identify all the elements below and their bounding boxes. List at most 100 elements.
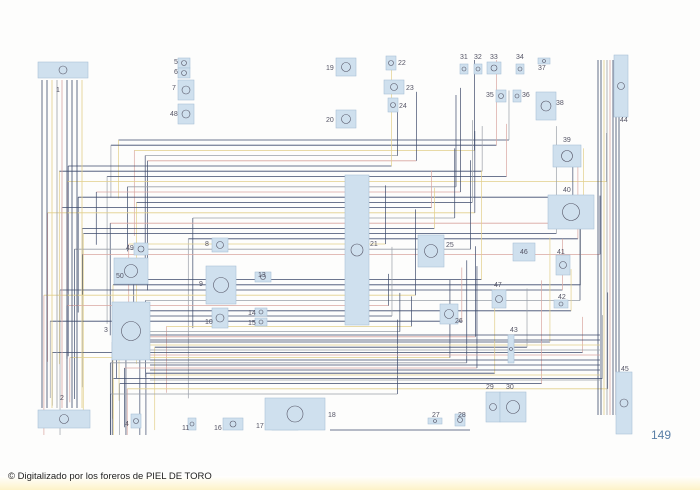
component-11 xyxy=(187,417,197,431)
component-label: 48 xyxy=(170,111,178,118)
component-label: 14 xyxy=(248,310,256,317)
component-label: 11 xyxy=(182,425,189,432)
component-label: 15 xyxy=(248,320,256,327)
component-15 xyxy=(254,317,268,327)
component-29 xyxy=(485,391,501,423)
component-label: 10 xyxy=(205,319,213,326)
component-label: 20 xyxy=(326,117,334,124)
component-label: 31 xyxy=(460,54,468,61)
component-label: 7 xyxy=(172,85,176,92)
component-20 xyxy=(335,109,357,129)
component-33 xyxy=(486,61,502,75)
component-label: 6 xyxy=(174,69,178,76)
component-box xyxy=(177,57,191,69)
component-box xyxy=(427,417,443,425)
component-label: 34 xyxy=(516,54,524,61)
component-10 xyxy=(211,307,229,329)
component-box xyxy=(254,307,268,317)
component-label: 21 xyxy=(370,241,378,248)
component-34 xyxy=(515,63,525,75)
component-symbol-icon xyxy=(619,398,629,408)
component-31 xyxy=(459,63,469,75)
component-box xyxy=(454,413,466,427)
component-box xyxy=(385,55,397,71)
component-symbol-icon xyxy=(457,417,463,423)
component-box xyxy=(512,242,536,262)
component-label: 44 xyxy=(620,117,628,124)
component-symbol-icon xyxy=(517,66,523,72)
component-label: 29 xyxy=(486,384,494,391)
component-symbol-icon xyxy=(350,243,364,257)
component-2 xyxy=(37,409,91,429)
component-box xyxy=(555,254,571,276)
component-box xyxy=(417,234,445,268)
components xyxy=(37,54,633,435)
component-symbol-icon xyxy=(258,319,264,325)
component-42 xyxy=(553,299,569,309)
component-box xyxy=(37,409,91,429)
component-box xyxy=(177,79,195,101)
component-label: 35 xyxy=(486,92,494,99)
component-19 xyxy=(335,57,357,77)
component-box xyxy=(387,97,399,113)
credit-text: © Digitalizado por los foreros de PIEL D… xyxy=(8,471,212,482)
component-label: 38 xyxy=(556,100,564,107)
component-label: 36 xyxy=(522,92,530,99)
component-label: 37 xyxy=(538,65,546,72)
component-symbol-icon xyxy=(489,403,497,411)
component-label: 27 xyxy=(432,412,440,419)
component-label: 30 xyxy=(506,384,514,391)
component-46 xyxy=(512,242,536,262)
component-symbol-icon xyxy=(495,295,503,303)
component-symbol-icon xyxy=(189,421,195,427)
component-38 xyxy=(535,91,557,121)
component-41 xyxy=(555,254,571,276)
component-symbol-icon xyxy=(542,59,546,63)
component-49 xyxy=(133,242,149,256)
component-27 xyxy=(427,417,443,425)
component-label: 49 xyxy=(126,245,134,252)
component-symbol-icon xyxy=(137,245,145,253)
page-bottom-tint xyxy=(0,476,700,490)
component-box xyxy=(211,307,229,329)
component-label: 9 xyxy=(199,281,203,288)
component-box xyxy=(512,89,522,103)
component-box xyxy=(535,91,557,121)
component-symbol-icon xyxy=(121,321,141,341)
component-symbol-icon xyxy=(181,109,191,119)
component-symbol-icon xyxy=(260,274,266,280)
component-40 xyxy=(547,194,595,230)
component-box xyxy=(486,61,502,75)
component-box xyxy=(439,303,459,325)
component-label: 46 xyxy=(520,249,528,256)
component-label: 40 xyxy=(563,187,571,194)
component-symbol-icon xyxy=(216,241,224,249)
component-symbol-icon xyxy=(133,418,139,424)
component-label: 32 xyxy=(474,54,482,61)
component-box xyxy=(459,63,469,75)
component-box xyxy=(495,89,507,103)
component-3 xyxy=(111,301,151,361)
component-label: 19 xyxy=(326,65,334,72)
component-8 xyxy=(211,237,229,253)
component-symbol-icon xyxy=(59,414,69,424)
component-7 xyxy=(177,79,195,101)
component-symbol-icon xyxy=(540,100,552,112)
component-symbol-icon xyxy=(424,244,438,258)
component-box xyxy=(113,257,149,285)
component-label: 8 xyxy=(205,241,209,248)
component-symbol-icon xyxy=(561,150,573,162)
component-4 xyxy=(130,413,142,429)
component-21 xyxy=(344,174,370,326)
component-symbol-icon xyxy=(181,85,191,95)
component-47 xyxy=(491,289,507,309)
component-symbol-icon xyxy=(509,347,513,351)
component-25 xyxy=(417,234,445,268)
component-35 xyxy=(495,89,507,103)
component-13 xyxy=(254,271,272,283)
component-box xyxy=(133,242,149,256)
component-symbol-icon xyxy=(388,60,394,66)
component-1 xyxy=(37,61,89,79)
component-box xyxy=(177,103,195,125)
